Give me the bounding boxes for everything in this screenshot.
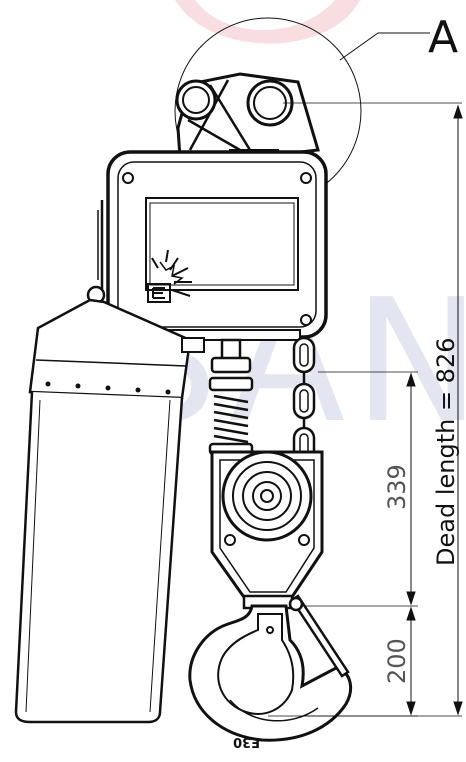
detail-label: A [428,12,458,63]
hook-mark: F30 [233,734,260,749]
dimension-dead-length [453,104,463,716]
dimension-339-label: 339 [383,464,411,510]
dimension-200 [406,606,416,716]
dimension-339 [406,372,416,606]
watermark-logo-arc [175,0,360,44]
motor-body [97,150,328,341]
suspension-top [175,72,320,161]
pendant-rivets [45,381,171,395]
dead-length-label: Dead length = 826 [432,338,460,567]
ex-label-icon [147,249,192,303]
detail-leader-line [339,32,430,61]
load-chain [292,336,316,464]
hook [188,594,353,742]
bottom-block [210,450,324,610]
chain-guide [208,338,254,456]
dimension-reference-lines [268,102,462,717]
dimension-200-label: 200 [383,638,411,684]
control-pendant [14,285,205,724]
